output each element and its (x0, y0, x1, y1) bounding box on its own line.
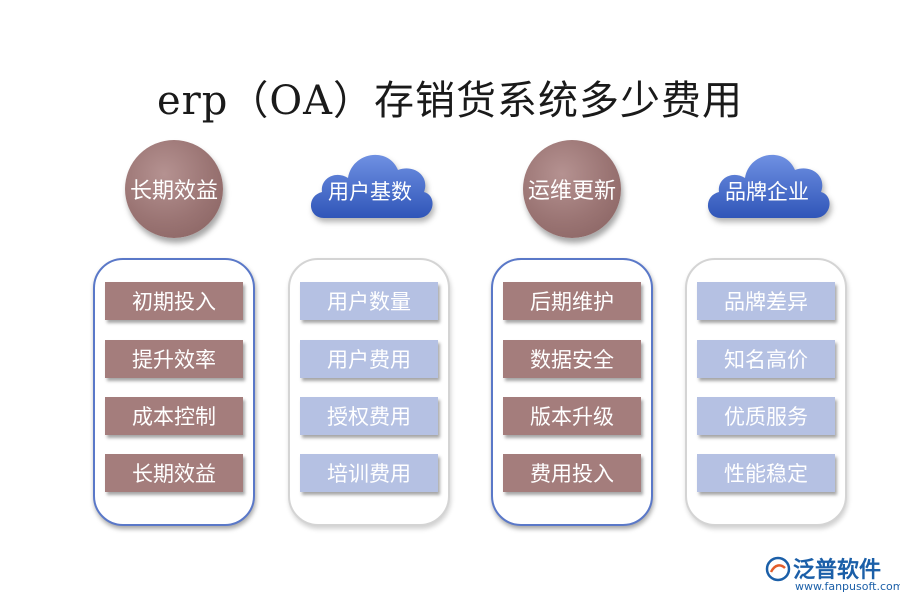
column-brand-enterprise: 品牌企业 品牌差异 知名高价 优质服务 性能稳定 (667, 0, 867, 600)
list-item: 品牌差异 (697, 282, 835, 320)
column-header-label: 品牌企业 (725, 180, 809, 204)
header-circle: 长期效益 (125, 140, 223, 238)
list-item: 知名高价 (697, 340, 835, 378)
list-item: 数据安全 (503, 340, 641, 378)
list-item: 初期投入 (105, 282, 243, 320)
page-title: erp（OA）存销货系统多少费用 (156, 78, 744, 124)
list-item: 培训费用 (300, 454, 438, 492)
list-item: 优质服务 (697, 397, 835, 435)
column-long-term-benefit: 长期效益 初期投入 提升效率 成本控制 长期效益 (75, 0, 275, 600)
list-item: 性能稳定 (697, 454, 835, 492)
header-cloud: 品牌企业 (699, 138, 835, 228)
list-item: 用户费用 (300, 340, 438, 378)
items-panel: 后期维护 数据安全 版本升级 费用投入 (491, 258, 653, 526)
column-header-label: 用户基数 (328, 180, 412, 204)
list-item: 版本升级 (503, 397, 641, 435)
cloud-icon (707, 154, 830, 218)
watermark-url: www.fanpusoft.com (795, 580, 900, 593)
items-panel: 初期投入 提升效率 成本控制 长期效益 (93, 258, 255, 526)
list-item: 成本控制 (105, 397, 243, 435)
fanpu-logo-icon (765, 556, 791, 582)
list-item: 长期效益 (105, 454, 243, 492)
watermark-name: 泛普软件 (793, 558, 882, 583)
column-user-base: 用户基数 用户数量 用户费用 授权费用 培训费用 (270, 0, 470, 600)
cloud-icon (310, 154, 433, 218)
column-operations-updates: 运维更新 后期维护 数据安全 版本升级 费用投入 (473, 0, 673, 600)
watermark-logo: 泛普软件 www.fanpusoft.com (765, 552, 900, 596)
list-item: 用户数量 (300, 282, 438, 320)
list-item: 费用投入 (503, 454, 641, 492)
column-header-label: 长期效益 (129, 179, 218, 204)
items-panel: 品牌差异 知名高价 优质服务 性能稳定 (685, 258, 847, 526)
list-item: 授权费用 (300, 397, 438, 435)
items-panel: 用户数量 用户费用 授权费用 培训费用 (288, 258, 450, 526)
column-header-label: 运维更新 (527, 179, 616, 204)
header-cloud: 用户基数 (302, 138, 438, 228)
header-circle: 运维更新 (523, 140, 621, 238)
list-item: 提升效率 (105, 340, 243, 378)
list-item: 后期维护 (503, 282, 641, 320)
